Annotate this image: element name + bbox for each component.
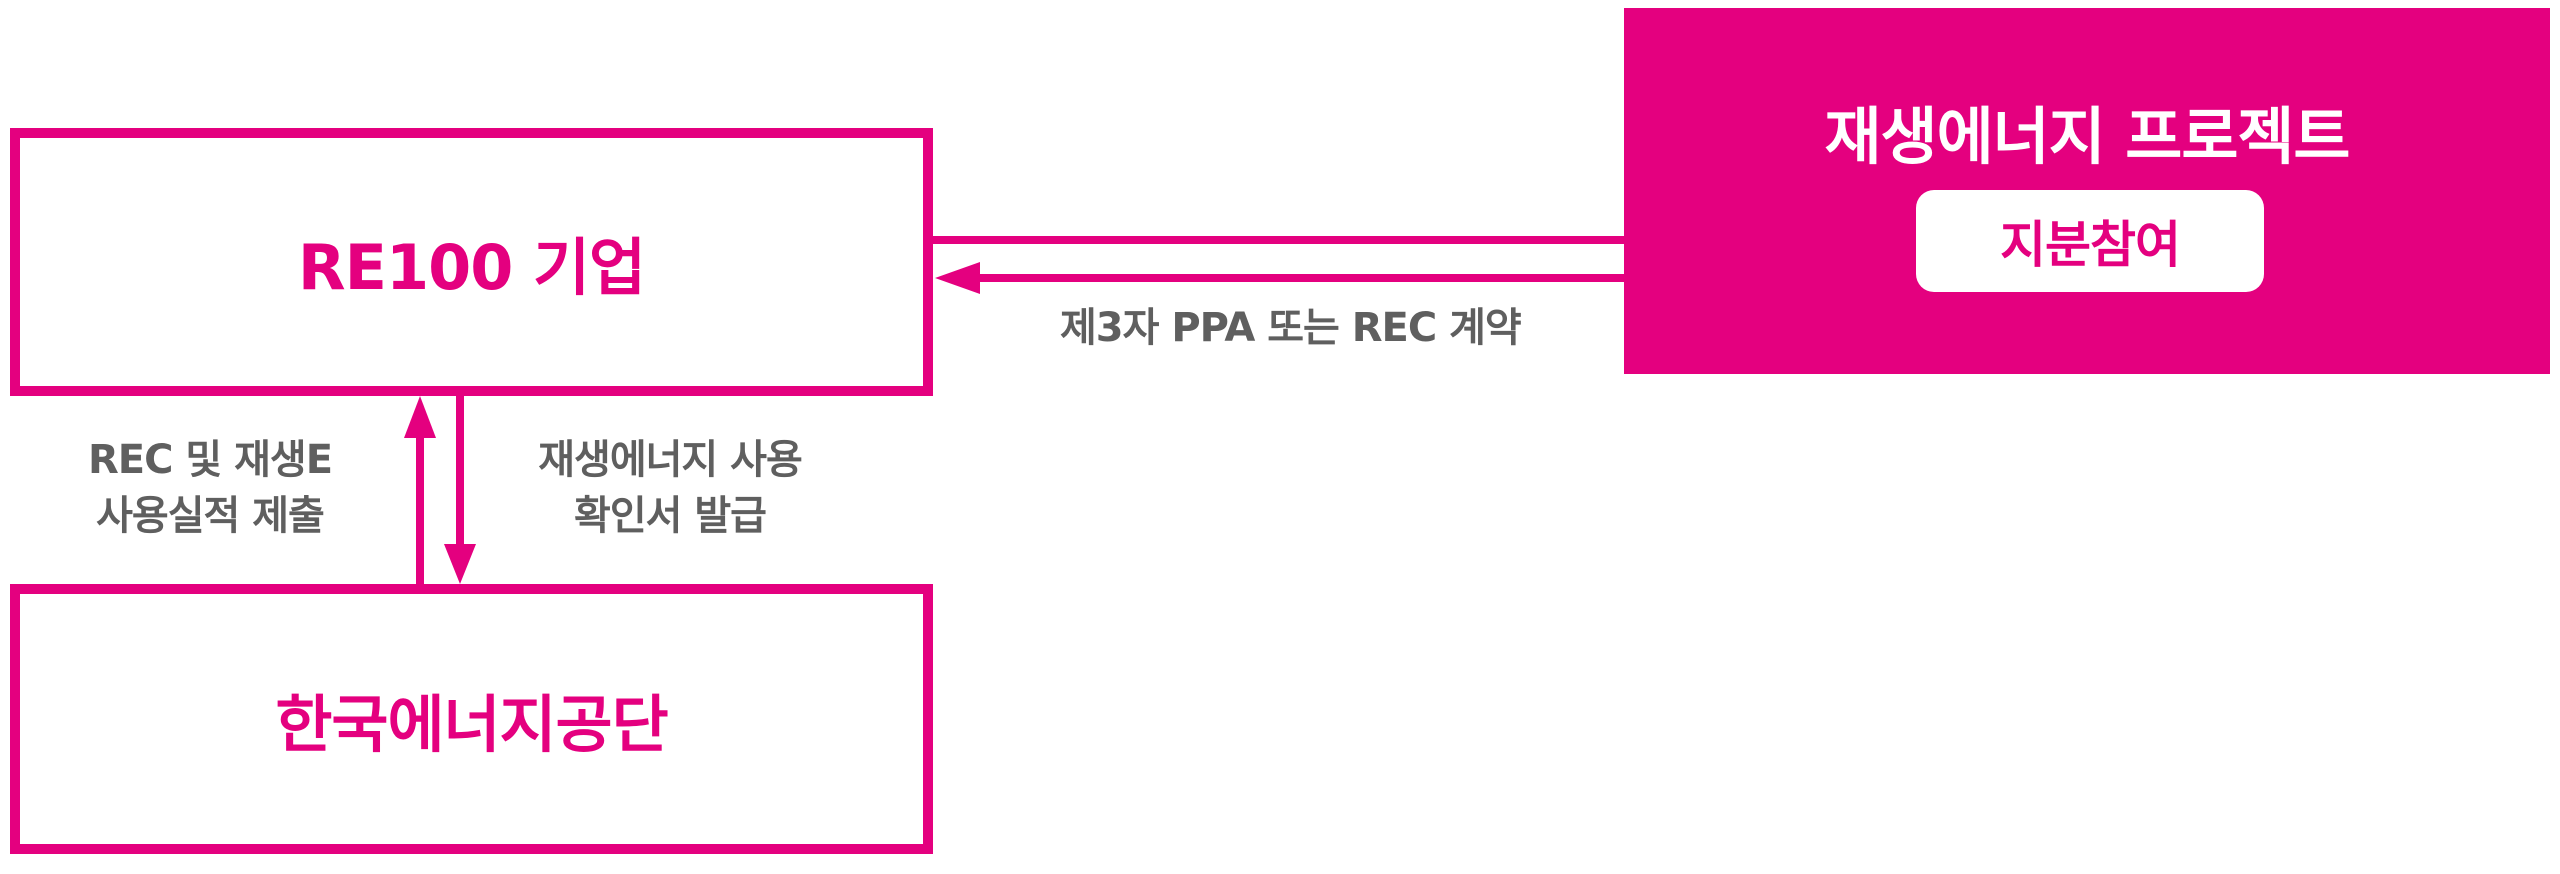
issue-label: 재생에너지 사용 확인서 발급 bbox=[520, 432, 820, 544]
arrow-issue-head bbox=[444, 544, 476, 584]
re100-company-node: RE100 기업 bbox=[10, 128, 933, 396]
korea-energy-agency-label: 한국에너지공단 bbox=[275, 688, 668, 761]
renewable-project-label: 재생에너지 프로젝트 bbox=[1824, 100, 2351, 173]
equity-participation-label: 지분참여 bbox=[2000, 216, 2181, 274]
re100-company-label: RE100 기업 bbox=[297, 231, 646, 304]
submit-label-line1: REC 및 재생E bbox=[87, 437, 333, 483]
ppa-contract-label: 제3자 PPA 또는 REC 계약 bbox=[1060, 305, 1522, 351]
arrow-to-re100-head bbox=[935, 262, 980, 294]
issue-label-line1: 재생에너지 사용 bbox=[538, 437, 803, 483]
renewable-project-node: 재생에너지 프로젝트 지분참여 bbox=[1624, 8, 2550, 374]
arrow-submit-head bbox=[404, 396, 436, 438]
equity-participation-node: 지분참여 bbox=[1916, 190, 2264, 292]
submit-label-line2: 사용실적 제출 bbox=[96, 493, 325, 539]
korea-energy-agency-node: 한국에너지공단 bbox=[10, 584, 933, 854]
submit-label: REC 및 재생E 사용실적 제출 bbox=[60, 432, 360, 544]
issue-label-line2: 확인서 발급 bbox=[574, 493, 767, 539]
